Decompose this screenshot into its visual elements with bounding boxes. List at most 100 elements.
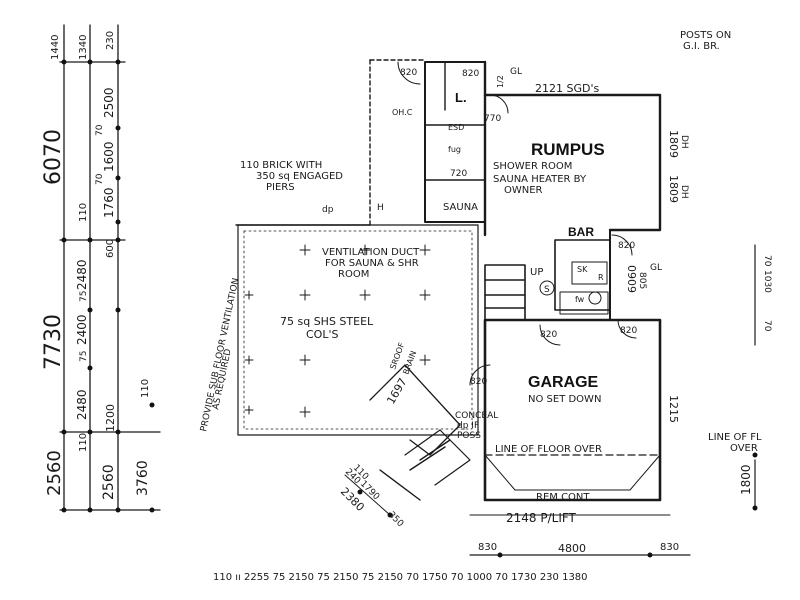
stair-up: UP <box>530 267 543 278</box>
dim-2400: 2400 <box>75 314 89 345</box>
half-note: 1/2 <box>496 75 505 88</box>
bottom-dimensions: 830 4800 830 110 ıı 2255 75 2150 75 2150… <box>213 463 691 583</box>
dim-1440: 1440 <box>50 35 61 60</box>
rdim-70b: 70 <box>762 320 772 332</box>
bottom-dimension-row: 110 ıı 2255 75 2150 75 2150 75 2150 70 1… <box>213 572 588 583</box>
ohc-note: OH.C <box>392 108 413 117</box>
door-770: 770 <box>484 114 501 124</box>
sauna-heater-note-2: OWNER <box>504 185 543 196</box>
bdim-830b: 830 <box>660 542 679 553</box>
line-fl-note-2: OVER <box>730 443 758 454</box>
door-swings <box>397 61 637 386</box>
dim-2480a: 2480 <box>75 259 89 290</box>
dim-805: 805 <box>637 272 647 289</box>
building-walls <box>235 59 671 516</box>
dim-1760: 1760 <box>102 187 116 218</box>
dim-1200: 1200 <box>104 404 117 432</box>
sauna-heater-note-1: SAUNA HEATER BY <box>493 174 587 185</box>
dim-3760: 3760 <box>135 460 151 496</box>
pier-markers <box>244 244 431 418</box>
dim-7730: 7730 <box>41 314 66 370</box>
dim-70b: 70 <box>95 173 105 185</box>
door-820-c: 820 <box>470 377 487 387</box>
annotations: POSTS ON G.I. BR. 2121 SGD's SHOWER ROOM… <box>199 30 762 525</box>
garage-note: NO SET DOWN <box>528 394 601 405</box>
left-dimension-text: 1440 1340 230 6070 2500 70 1600 70 1760 … <box>41 31 151 500</box>
steel-note-2: COL'S <box>306 328 338 341</box>
brick-note-2: 350 sq ENGAGED <box>256 171 343 182</box>
posts-note: POSTS ON <box>680 30 731 41</box>
dh-a: DH <box>679 135 689 149</box>
dim-1809-a: 1809 <box>667 130 680 158</box>
brick-note-1: 110 BRICK WITH <box>240 160 322 171</box>
esd-note: ESD <box>448 123 464 132</box>
door-820-b: 820 <box>462 69 479 79</box>
door-820-d: 820 <box>540 330 557 340</box>
room-garage: GARAGE <box>528 374 599 391</box>
conceal-note-3: POSS <box>457 431 481 441</box>
dim-1215: 1215 <box>667 395 680 423</box>
dim-0909: 0909 <box>625 265 638 293</box>
dp-note: dp <box>322 205 334 215</box>
dim-6070: 6070 <box>41 129 66 185</box>
room-labels: RUMPUS GARAGE NO SET DOWN BAR L. SAUNA <box>443 90 605 405</box>
dim-230: 230 <box>105 31 116 50</box>
conceal-note-2: dp IF <box>457 421 479 431</box>
vent-note-3: ROOM <box>338 269 369 280</box>
vent-note-1: VENTILATION DUCT <box>322 247 420 258</box>
right-dimensions: 70 1030 70 <box>752 244 772 511</box>
fug-note: fug <box>448 145 461 154</box>
dim-600: 600 <box>105 239 116 258</box>
dim-70a: 70 <box>95 124 105 136</box>
fridge-note: R <box>598 273 604 282</box>
rdim-70: 70 <box>762 255 772 267</box>
room-rumpus: RUMPUS <box>531 140 605 159</box>
room-laundry: L. <box>455 90 467 105</box>
dim-1697: 1697 <box>384 376 409 407</box>
room-bar: BAR <box>568 225 594 239</box>
dim-1809-b: 1809 <box>667 175 680 203</box>
room-sauna: SAUNA <box>443 202 478 213</box>
door-820-a: 820 <box>400 68 417 78</box>
sink-note: SK <box>577 265 588 274</box>
dim-1800: 1800 <box>739 464 753 495</box>
dim-2480b: 2480 <box>75 389 89 420</box>
dim-1340: 1340 <box>78 35 89 60</box>
s-note: S <box>544 285 550 295</box>
dim-1600: 1600 <box>102 141 116 172</box>
bdim-350: 350 <box>386 510 405 529</box>
dim-75b: 75 <box>79 351 89 362</box>
fw-note: fw <box>575 295 585 304</box>
dim-110a: 110 <box>78 203 89 222</box>
conceal-note-1: CONCEAL <box>455 411 498 421</box>
dim-110c: 110 <box>78 433 89 452</box>
door-720: 720 <box>450 169 467 179</box>
line-fl-note-1: LINE OF FL <box>708 432 762 443</box>
dim-2560b: 2560 <box>101 464 117 500</box>
door-820-f: 820 <box>620 326 637 336</box>
dim-2500: 2500 <box>102 87 116 118</box>
dh-b: DH <box>679 185 689 199</box>
dim-75a: 75 <box>79 291 89 302</box>
rdim-1030: 1030 <box>762 270 772 293</box>
bdim-830a: 830 <box>478 542 497 553</box>
rem-cont-note: REM CONT <box>536 492 590 503</box>
plift-note: 2148 P/LIFT <box>506 511 577 525</box>
gl-top-note: GL <box>510 67 522 77</box>
steel-note-1: 75 sq SHS STEEL <box>280 315 374 328</box>
gl-right-note: GL <box>650 263 662 273</box>
dim-110b: 110 <box>140 379 151 398</box>
brick-note-3: PIERS <box>266 182 295 193</box>
gi-br-note: G.I. BR. <box>683 41 720 52</box>
floor-over-note: LINE OF FLOOR OVER <box>495 444 602 455</box>
vent-note-2: FOR SAUNA & SHR <box>325 258 419 269</box>
stair-brain-note: BRAIN <box>401 350 418 376</box>
door-820-e: 820 <box>618 241 635 251</box>
left-dimension-ticks <box>61 59 155 513</box>
bdim-4800: 4800 <box>558 542 586 555</box>
sgd-note: 2121 SGD's <box>535 82 599 95</box>
dim-2560a: 2560 <box>44 450 65 496</box>
shower-room-note: SHOWER ROOM <box>493 161 572 172</box>
h-note: H <box>377 203 384 213</box>
